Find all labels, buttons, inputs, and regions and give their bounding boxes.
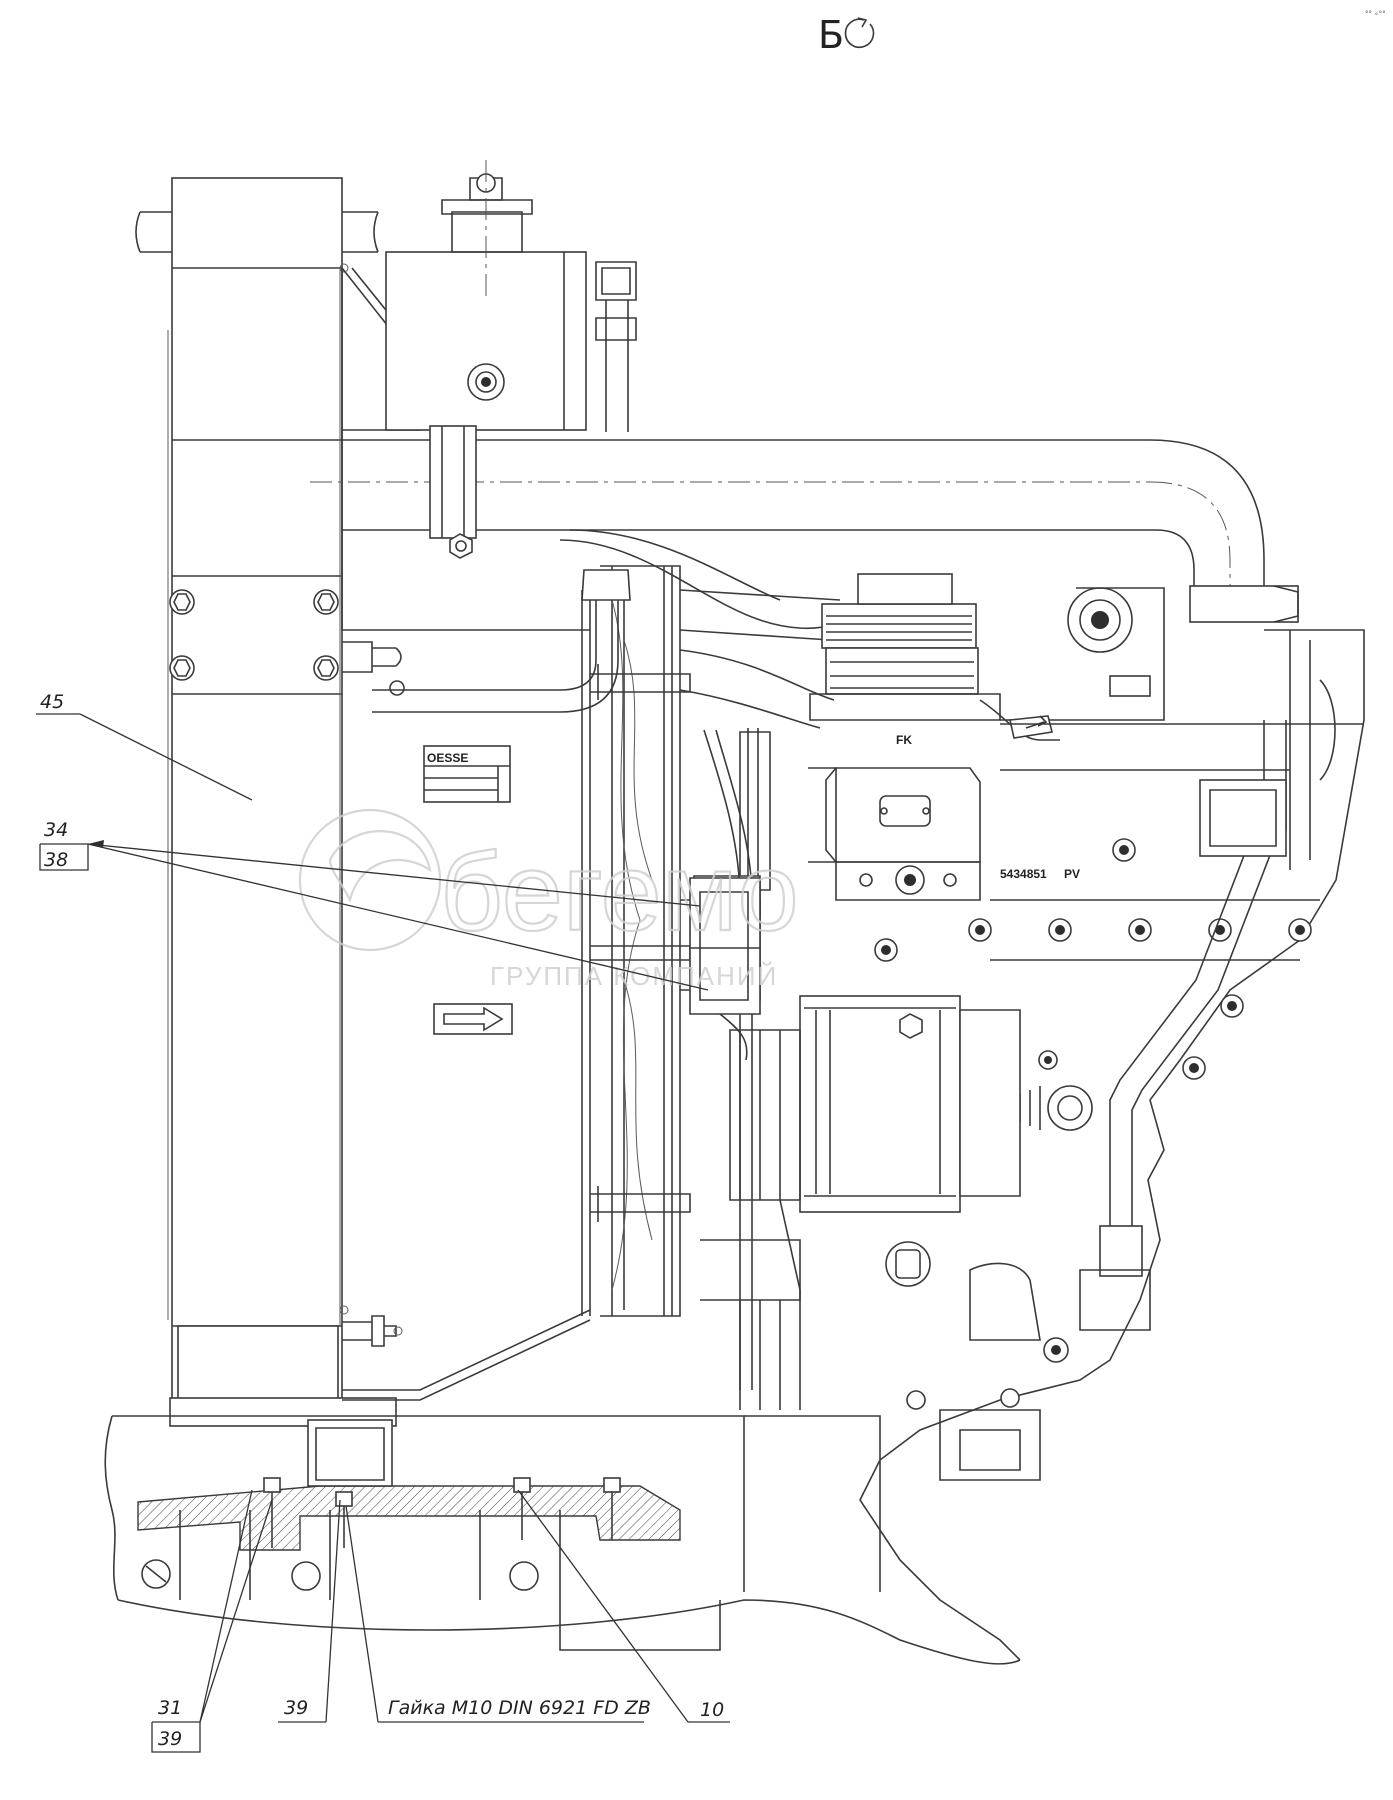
callout-label-top: 34: [44, 819, 68, 841]
callout-label-top: 31: [158, 1697, 182, 1719]
cooling-fan: [590, 565, 691, 1317]
callout-34-38: 34 38: [39, 819, 709, 991]
serial-marking: 5434851: [1000, 867, 1047, 881]
view-label-text: Б: [818, 13, 844, 57]
compressor-marking: FK: [896, 733, 912, 747]
watermark-brand: бегемо: [440, 831, 799, 954]
arrow-right-icon: [443, 1006, 504, 1032]
callout-31-39: 31 39: [151, 1489, 273, 1753]
nameplate: [423, 745, 511, 803]
callout-label-bottom: 39: [158, 1728, 182, 1750]
callout-label: 10: [700, 1699, 724, 1721]
nameplate-text: OESSE: [427, 751, 468, 765]
direction-sign: [433, 1003, 513, 1035]
corner-mark: °° ∘°°: [1365, 10, 1386, 18]
code-marking: PV: [1064, 867, 1080, 881]
fan-hub: [680, 877, 761, 1061]
callout-label: Гайка М10 DIN 6921 FD ZB: [388, 1697, 651, 1719]
callout-45: 45: [36, 691, 253, 801]
callout-label: 45: [40, 691, 64, 713]
expansion-tank: [385, 160, 637, 432]
engine-block: [859, 629, 1365, 1661]
callout-label-bottom: 38: [44, 849, 68, 871]
radiator-assembly: [135, 177, 403, 1427]
upper-hose: [310, 425, 1299, 623]
alternator: [693, 729, 1021, 1410]
callout-nut: Гайка М10 DIN 6921 FD ZB: [345, 1505, 651, 1723]
watermark: бегемо ГРУППА КОМПАНИЙ: [298, 808, 800, 991]
view-label: Б: [818, 13, 875, 57]
callout-39: 39: [278, 1499, 341, 1723]
view-arrow-icon: [844, 18, 875, 49]
frame-base: [104, 1415, 1021, 1665]
callout-10: 10: [517, 1489, 730, 1723]
air-compressor: FK: [739, 573, 1165, 901]
watermark-subtitle: ГРУППА КОМПАНИЙ: [490, 961, 778, 991]
hose-lines: [372, 529, 861, 729]
callout-label: 39: [284, 1697, 308, 1719]
